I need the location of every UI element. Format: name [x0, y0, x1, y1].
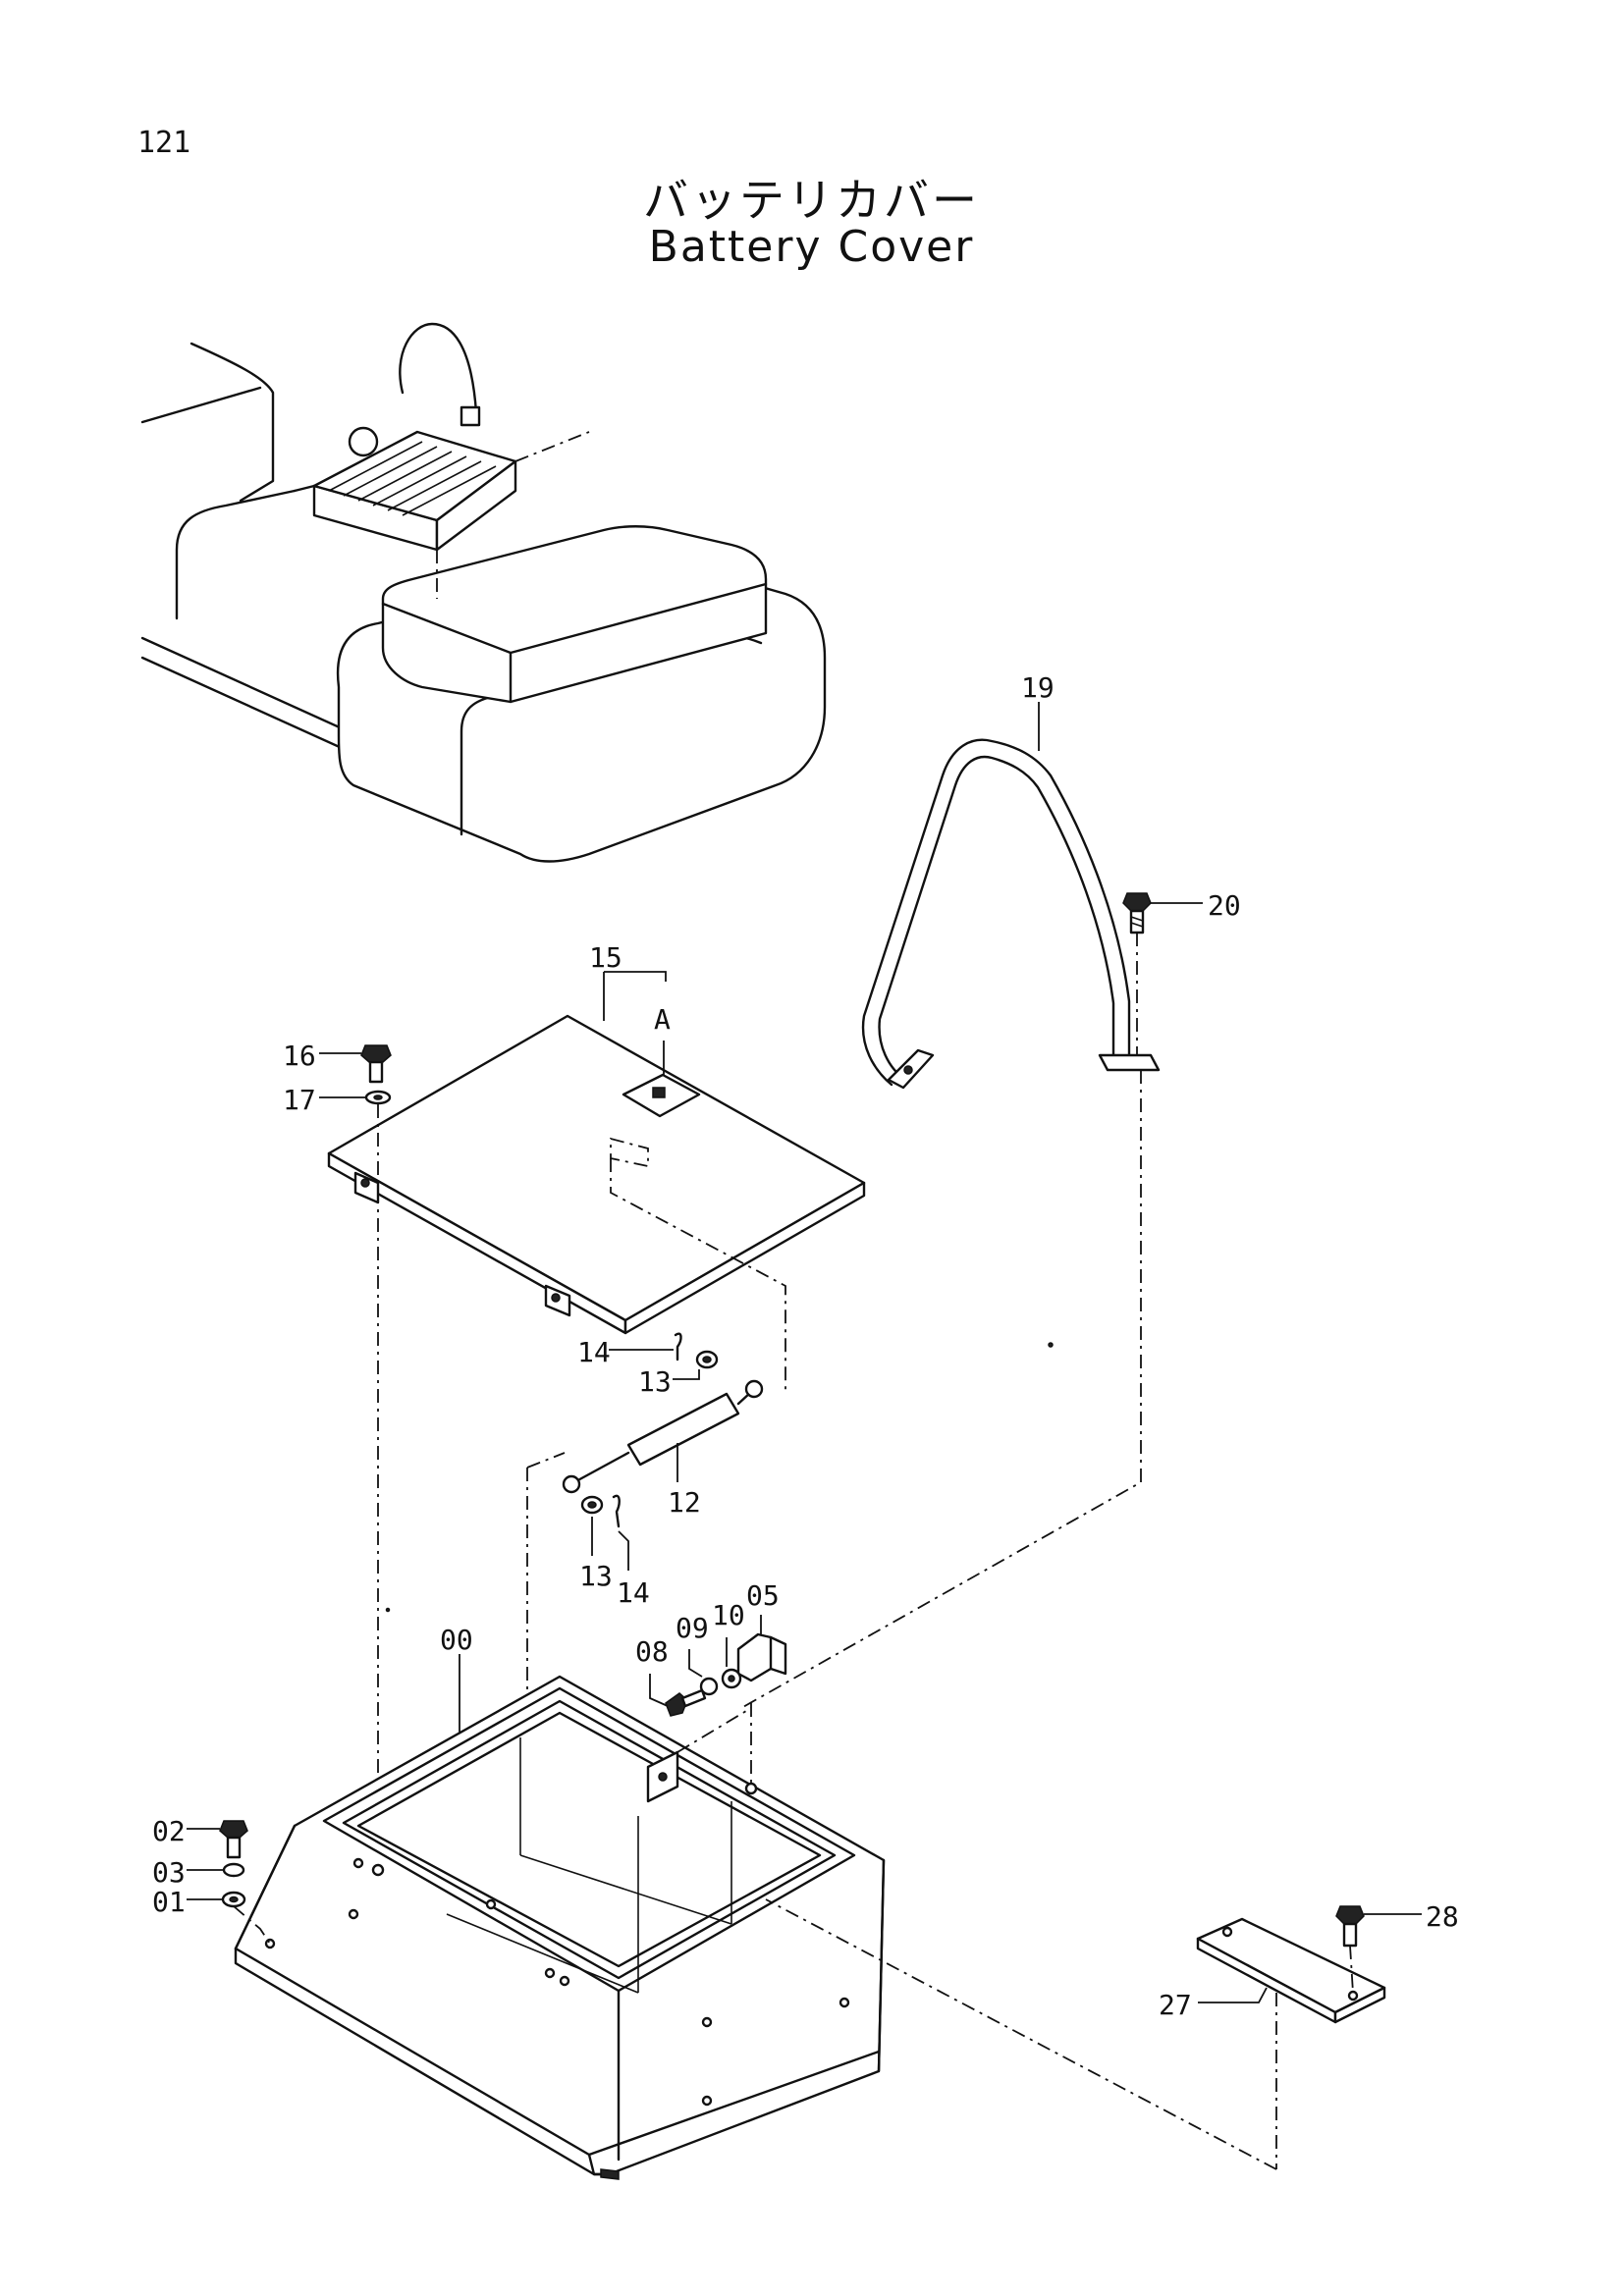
callout-10: 10: [712, 1599, 745, 1631]
callout-15: 15: [589, 941, 622, 974]
battery-box-overview: [312, 322, 517, 552]
callout-05: 05: [746, 1579, 780, 1612]
part-16-bolt[interactable]: [360, 1044, 392, 1084]
part-01-washer[interactable]: [221, 1891, 246, 1908]
part-09-lockwasher[interactable]: [699, 1677, 719, 1696]
part-19-handrail[interactable]: [861, 738, 1161, 1090]
callout-01: 01: [152, 1886, 186, 1918]
callout-02: 02: [152, 1815, 186, 1847]
part-00-battery-box[interactable]: [234, 1675, 886, 2180]
callout-00: 00: [440, 1624, 473, 1656]
part-27-plate[interactable]: [1196, 1917, 1386, 2024]
callout-08: 08: [635, 1635, 669, 1668]
part-14-pin-upper[interactable]: [674, 1332, 682, 1362]
part-13-washer-upper[interactable]: [695, 1350, 719, 1369]
part-28-bolt[interactable]: [1335, 1905, 1365, 1948]
part-15-cover[interactable]: [327, 1014, 866, 1394]
callout-28: 28: [1426, 1900, 1459, 1933]
callout-a: A: [654, 1003, 671, 1036]
page-title-japanese: バッテリカバー: [643, 174, 980, 227]
callout-13-upper: 13: [638, 1365, 672, 1398]
callout-14-lower: 14: [617, 1576, 650, 1609]
page-title-english: Battery Cover: [648, 222, 975, 272]
page-number: 121: [137, 126, 191, 160]
part-20-bolt[interactable]: [1122, 892, 1152, 934]
machine-overview: [140, 322, 827, 863]
part-05-catch[interactable]: [736, 1632, 787, 1682]
callout-17: 17: [283, 1084, 316, 1116]
callout-16: 16: [283, 1040, 316, 1072]
callout-09: 09: [676, 1612, 709, 1644]
callout-03: 03: [152, 1856, 186, 1889]
part-03-washer[interactable]: [222, 1862, 245, 1878]
part-08-bolt[interactable]: [665, 1688, 707, 1717]
part-13-washer-lower[interactable]: [580, 1495, 604, 1515]
part-12-gas-spring[interactable]: [562, 1379, 764, 1494]
part-14-pin-lower[interactable]: [612, 1494, 621, 1528]
part-17-washer[interactable]: [364, 1090, 392, 1105]
callout-19: 19: [1021, 671, 1055, 704]
part-02-bolt[interactable]: [219, 1820, 248, 1859]
callout-27: 27: [1159, 1989, 1192, 2021]
callout-20: 20: [1208, 889, 1241, 922]
callout-12: 12: [668, 1486, 701, 1519]
callout-13-lower: 13: [579, 1560, 613, 1592]
part-10-washer[interactable]: [721, 1668, 742, 1689]
callout-14-upper: 14: [577, 1336, 611, 1368]
